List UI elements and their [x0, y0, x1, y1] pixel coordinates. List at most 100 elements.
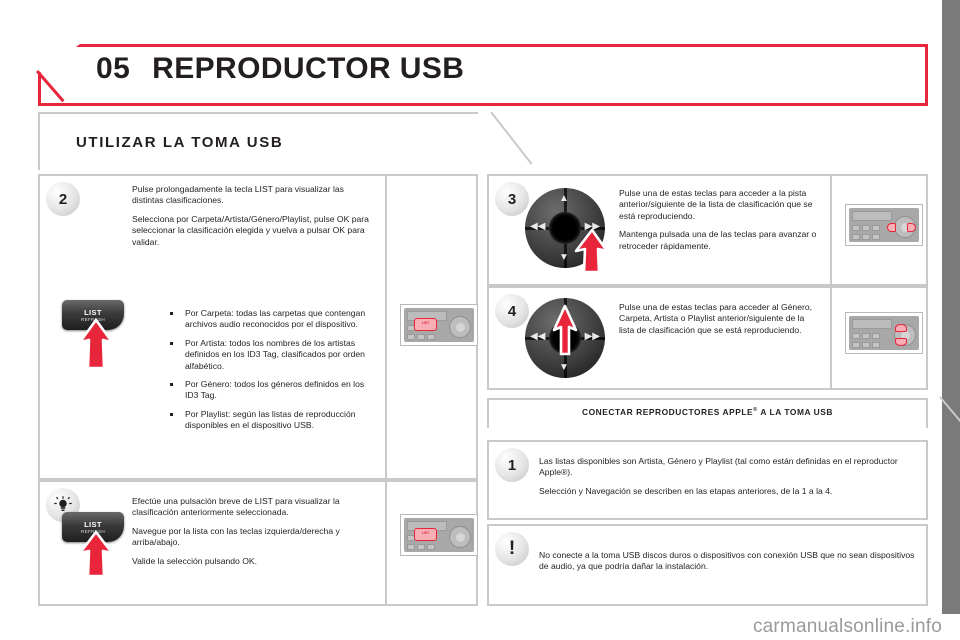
apple-step-1-badge: 1	[495, 448, 529, 482]
radio-button-row-bottom	[407, 334, 435, 340]
list-item: Por Género: todos los géneros definidos …	[168, 379, 372, 402]
step-3-divider	[830, 176, 832, 284]
key-label-refresh: REFRESH	[80, 529, 106, 534]
dpad-left-icon[interactable]: ◀◀	[530, 331, 546, 342]
site-watermark: carmanualsonline.info	[752, 616, 942, 637]
section-band-edge	[38, 112, 478, 170]
step-3-box: 3 ▲ ▼ ◀◀ ▶▶ Pulse una de estas teclas pa…	[487, 174, 928, 286]
car-radio-panel-image	[845, 312, 923, 354]
tip-key-illustration: LIST REFRESH	[62, 512, 124, 578]
list-item: Por Carpeta: todas las carpetas que cont…	[168, 308, 372, 331]
dpad-down-icon[interactable]: ▼	[559, 362, 569, 373]
apple-step-1-text: Las listas disponibles son Artista, Géne…	[539, 456, 919, 497]
warning-text: No conecte a la toma USB discos duros o …	[539, 550, 919, 573]
warning-box: ! No conecte a la toma USB discos duros …	[487, 524, 928, 606]
apple-step-1-paragraph-2: Selección y Navegación se describen en l…	[539, 485, 833, 496]
step-3-text: Pulse una de estas teclas para acceder a…	[619, 188, 819, 252]
radio-button-row-top	[852, 225, 880, 231]
step-3-thumbnail	[845, 204, 923, 246]
step-2-text: Pulse prolongadamente la tecla LIST para…	[132, 184, 370, 248]
chapter-frame	[38, 44, 928, 106]
warning-paragraph-1: No conecte a la toma USB discos duros o …	[539, 550, 915, 572]
tip-thumbnail: LIST	[400, 514, 478, 556]
tip-box: LIST REFRESH Efectúe una pulsación breve…	[38, 480, 478, 606]
step-2-badge: 2	[46, 182, 80, 216]
section-band: UTILIZAR LA TOMA USB	[38, 111, 533, 170]
red-pointer-upright-icon	[574, 228, 609, 274]
step-3-paragraph-1: Pulse una de estas teclas para acceder a…	[619, 188, 813, 221]
apple-registered-mark: ®	[753, 407, 758, 414]
apple-section-title-tail: A LA TOMA USB	[757, 407, 833, 417]
step-3-paragraph-2: Mantenga pulsada una de las teclas para …	[619, 229, 817, 251]
apple-section-title: CONECTAR REPRODUCTORES APPLE® A LA TOMA …	[487, 407, 928, 417]
step-2-key-illustration: LIST REFRESH	[62, 300, 124, 370]
radio-button-row-bottom	[407, 544, 435, 550]
apple-step-1-paragraph-1: Las listas disponibles son Artista, Géne…	[539, 456, 898, 478]
step-3-badge: 3	[495, 182, 529, 216]
dpad-right-icon[interactable]: ▶▶	[584, 331, 600, 342]
page-title: 05 REPRODUCTOR USB	[96, 52, 464, 86]
key-label-refresh: REFRESH	[80, 317, 106, 322]
lightbulb-glyph	[54, 496, 72, 511]
step-2-box: 2 Pulse prolongadamente la tecla LIST pa…	[38, 174, 478, 480]
tip-paragraph-1: Efectúe una pulsación breve de LIST para…	[132, 496, 340, 518]
highlight-up-key	[895, 324, 907, 332]
tip-paragraph-2: Navegue por la lista con las teclas izqu…	[132, 525, 340, 548]
step-4-dpad-illustration: ▲ ▼ ◀◀ ▶▶	[525, 298, 605, 378]
list-item: Por Artista: todos los nombres de los ar…	[168, 338, 372, 372]
list-item: Por Playlist: según las listas de reprod…	[168, 409, 372, 432]
apple-section-title-main: CONECTAR REPRODUCTORES APPLE	[582, 407, 754, 417]
step-2-divider	[385, 176, 387, 478]
step-4-thumbnail	[845, 312, 923, 354]
step-2-paragraph-2: Selecciona por Carpeta/Artista/Género/Pl…	[132, 213, 369, 247]
radio-screen	[852, 211, 892, 221]
red-pointer-up-icon	[78, 530, 114, 578]
section-band-diagonal	[490, 111, 533, 165]
highlight-down-key	[895, 338, 907, 346]
radio-button-row-bottom	[852, 342, 880, 348]
step-4-paragraph-1: Pulse una de estas teclas para acceder a…	[619, 302, 812, 335]
step-3-dpad-illustration: ▲ ▼ ◀◀ ▶▶	[525, 188, 609, 274]
step-4-badge: 4	[495, 294, 529, 328]
dpad-up-icon[interactable]: ▲	[559, 193, 569, 204]
chapter-title-text: REPRODUCTOR USB	[152, 52, 465, 85]
apple-band-edge	[487, 398, 928, 428]
step-2-bullet-list: Por Carpeta: todas las carpetas que cont…	[168, 308, 372, 439]
car-radio-panel-image: LIST	[400, 304, 478, 346]
radio-screen	[852, 319, 892, 329]
dpad-left-icon[interactable]: ◀◀	[530, 221, 546, 232]
section-title: UTILIZAR LA TOMA USB	[76, 134, 284, 151]
tip-text: Efectúe una pulsación breve de LIST para…	[132, 496, 370, 567]
highlight-next-track-key	[907, 223, 916, 232]
red-pointer-up-icon	[78, 318, 114, 370]
step-2-thumbnail: LIST	[400, 304, 478, 346]
dpad-right-icon[interactable]: ▶▶	[584, 221, 600, 232]
red-pointer-up-icon	[552, 304, 578, 356]
dpad-down-icon[interactable]: ▼	[559, 252, 569, 263]
chapter-number: 05	[96, 52, 131, 85]
radio-button-row-bottom	[852, 234, 880, 240]
apple-step-1-box: 1 Las listas disponibles son Artista, Gé…	[487, 440, 928, 520]
radio-knob	[449, 526, 471, 548]
chapter-header: 05 REPRODUCTOR USB	[36, 37, 928, 106]
warning-icon: !	[495, 532, 529, 566]
highlight-list-key: LIST	[414, 318, 437, 331]
step-2-paragraph-1: Pulse prolongadamente la tecla LIST para…	[132, 184, 344, 206]
page-edge-bar	[942, 0, 960, 614]
highlight-list-key: LIST	[414, 528, 437, 541]
tip-divider	[385, 482, 387, 604]
step-4-divider	[830, 288, 832, 388]
step-4-box: 4 ▲ ▼ ◀◀ ▶▶ Pulse una de estas teclas pa…	[487, 286, 928, 390]
car-radio-panel-image: LIST	[400, 514, 478, 556]
tip-paragraph-3: Valide la selección pulsando OK.	[132, 555, 258, 566]
key-label-list: LIST	[84, 520, 102, 529]
dpad-center-hole	[549, 212, 581, 244]
car-radio-panel-image	[845, 204, 923, 246]
directional-pad: ▲ ▼ ◀◀ ▶▶	[525, 188, 605, 268]
apple-section-band: CONECTAR REPRODUCTORES APPLE® A LA TOMA …	[487, 396, 960, 429]
radio-knob	[449, 316, 471, 338]
step-4-text: Pulse una de estas teclas para acceder a…	[619, 302, 819, 336]
radio-button-row-top	[852, 333, 880, 339]
highlight-previous-track-key	[887, 223, 896, 232]
